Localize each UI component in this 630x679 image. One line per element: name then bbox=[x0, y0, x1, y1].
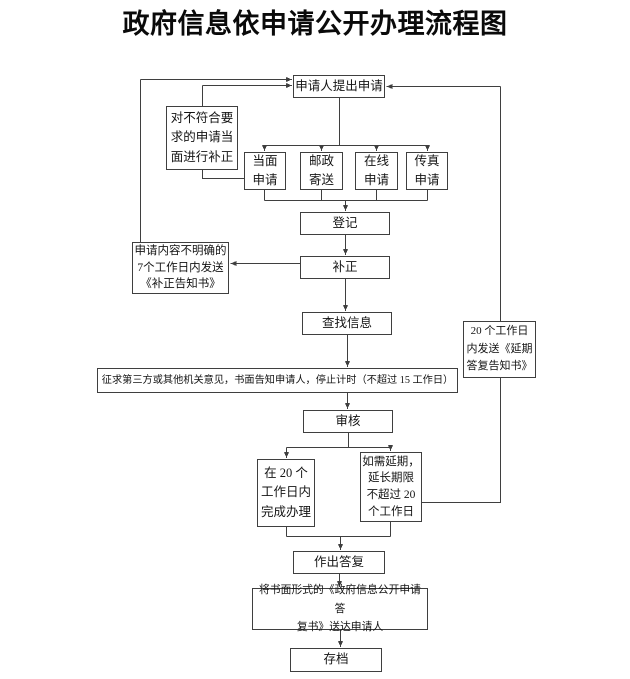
edge-extend-right-loop bbox=[422, 86, 501, 503]
node-third-party-consult: 征求第三方或其他机关意见，书面告知申请人，停止计时（不超过 15 工作日） bbox=[97, 368, 458, 393]
node-make-reply: 作出答复 bbox=[293, 551, 385, 574]
edge-review-branch bbox=[286, 433, 391, 448]
node-deliver-reply-document: 将书面形式的《政府信息公开申请答 复书》送达申请人 bbox=[252, 584, 428, 633]
node-correction-notice-7days: 申请内容不明确的 7个工作日内发送 《补正告知书》 bbox=[132, 242, 229, 294]
page-title: 政府信息依申请公开办理流程图 bbox=[122, 9, 508, 39]
node-extension-20-days: 如需延期， 延长期限 不超过 20 个工作日 bbox=[360, 452, 422, 522]
edge-inperson-onsitefix bbox=[202, 170, 244, 179]
node-register: 登记 bbox=[300, 212, 390, 235]
node-complete-within-20-days: 在 20 个 工作日内 完成办理 bbox=[257, 459, 315, 527]
edge-branch-merge bbox=[286, 522, 391, 537]
node-delay-reply-notice: 20 个工作日 内发送《延期 答复告知书》 bbox=[463, 321, 536, 378]
edge-applicant-branch bbox=[264, 98, 428, 146]
node-correction: 补正 bbox=[300, 256, 390, 279]
edge-methods-merge bbox=[264, 190, 428, 201]
node-archive: 存档 bbox=[290, 648, 382, 672]
node-postal-delivery: 邮政 寄送 bbox=[300, 152, 343, 190]
node-fax-application: 传真 申请 bbox=[406, 152, 448, 190]
node-onsite-correction-note: 对不符合要 求的申请当 面进行补正 bbox=[166, 106, 238, 170]
node-review: 审核 bbox=[303, 410, 393, 433]
node-in-person-application: 当面 申请 bbox=[244, 152, 286, 190]
node-search-information: 查找信息 bbox=[302, 312, 392, 335]
node-online-application: 在线 申请 bbox=[355, 152, 398, 190]
node-applicant-submits: 申请人提出申请 bbox=[293, 75, 385, 98]
